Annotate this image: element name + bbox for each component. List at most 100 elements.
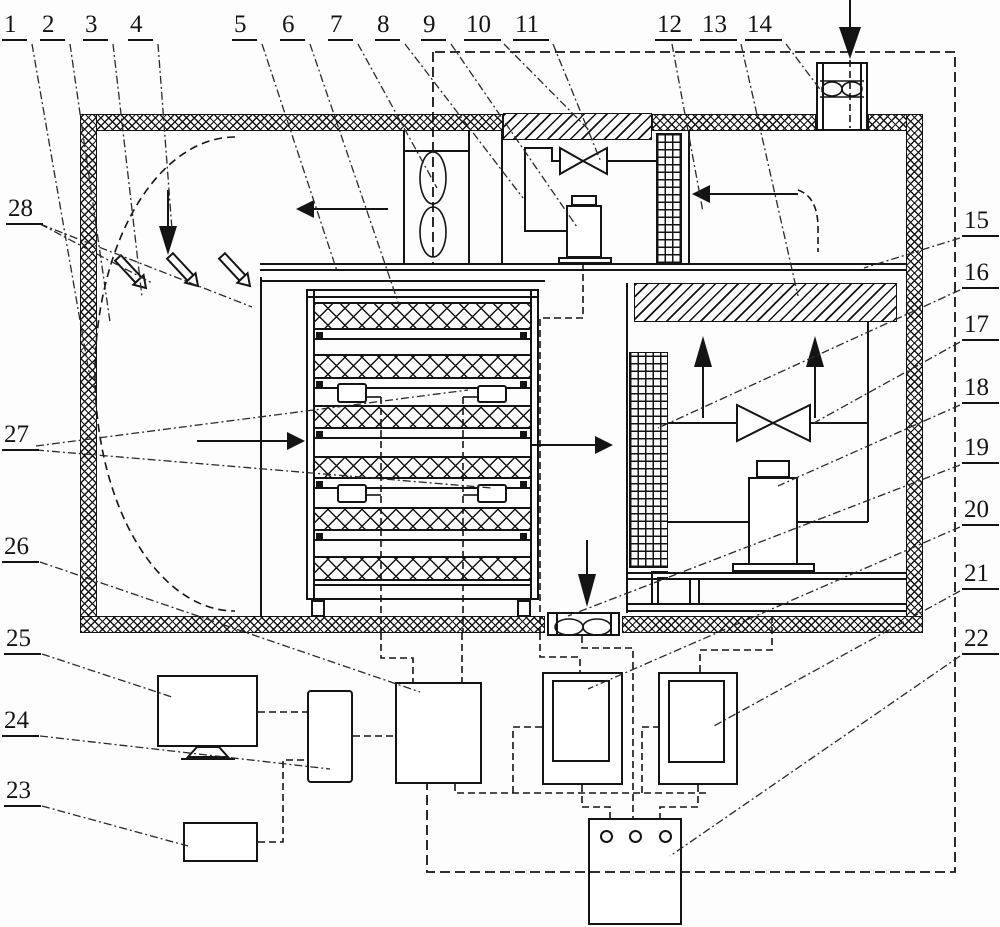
- material-tray-1: [313, 302, 530, 330]
- piping-lower-circuit: [651, 322, 869, 603]
- spray-nozzle-2: [165, 251, 200, 288]
- right-compartment-wall-left: [626, 283, 628, 613]
- control-wiring-dashed: [258, 263, 773, 843]
- ref-label-1: 1: [2, 11, 27, 42]
- ref-label-22: 22: [962, 625, 999, 656]
- ref-label-25: 25: [4, 625, 41, 656]
- right-floor-line-2: [626, 578, 906, 580]
- main-circulation-fan: [419, 151, 447, 258]
- tray-sensor-lower-left: [337, 484, 367, 503]
- rack-top-line-1: [306, 289, 539, 291]
- ref-label-17: 17: [962, 311, 999, 342]
- ref-label-3: 3: [83, 11, 108, 42]
- ref-label-23: 23: [4, 777, 41, 808]
- ref-label-11: 11: [513, 11, 550, 42]
- expansion-valve-upper: [559, 146, 608, 176]
- chamber-left-wall: [80, 114, 97, 633]
- return-duct-partition: [260, 277, 262, 616]
- chimney-exhaust-fan: [820, 80, 864, 98]
- right-floor-line-3: [626, 603, 906, 605]
- ref-label-28: 28: [6, 195, 43, 226]
- compressor2-body: [748, 477, 798, 568]
- controller-box: [395, 682, 482, 784]
- power-box-knob-3: [659, 830, 672, 843]
- monitor-stand: [181, 746, 235, 760]
- tray-shelf-3: [313, 431, 530, 439]
- spray-nozzle-1: [113, 253, 148, 290]
- airflow-arrows: [159, 0, 861, 607]
- rack-bottom-line: [306, 598, 539, 600]
- piping-upper-circuit: [524, 147, 656, 232]
- compressor-body: [566, 205, 602, 258]
- ref-label-26: 26: [2, 533, 39, 564]
- fan-room-wall-right: [468, 131, 470, 263]
- chamber-top-wall-left: [80, 114, 503, 131]
- bottom-fan-blades: [554, 618, 612, 636]
- machine-room-wall-right: [688, 131, 690, 263]
- chamber-bottom-wall-left: [80, 616, 545, 633]
- ref-label-27: 27: [2, 421, 39, 452]
- tray-shelf-4: [313, 481, 530, 489]
- inverter-box-1-inner: [552, 680, 610, 762]
- tray-shelf-1: [313, 332, 530, 340]
- rack-foot-left: [311, 600, 325, 617]
- ref-label-13: 13: [700, 11, 737, 42]
- fan-room-wall-left: [403, 131, 405, 263]
- material-tray-5: [313, 507, 530, 531]
- ref-label-14: 14: [745, 11, 782, 42]
- ref-label-4: 4: [128, 11, 153, 42]
- spray-nozzle-group: [113, 251, 252, 290]
- right-floor-line-1: [626, 572, 906, 574]
- tray-sensor-upper-right: [477, 385, 507, 403]
- tray-shelf-6: [313, 584, 530, 586]
- rack-rail-left-outer: [306, 289, 308, 600]
- ref-label-2: 2: [40, 11, 65, 42]
- material-tray-6: [313, 556, 530, 581]
- ref-label-9: 9: [421, 11, 446, 42]
- rack-foot-right: [517, 600, 531, 617]
- bottom-fan-wall-right: [610, 612, 612, 636]
- ref-label-16: 16: [962, 259, 999, 290]
- aux-module-box: [183, 822, 258, 862]
- sensor-stub-wires: [367, 396, 477, 496]
- machine-room-wall-left: [501, 131, 503, 263]
- ref-label-12: 12: [655, 11, 692, 42]
- expansion-valve-lower: [736, 403, 811, 443]
- rack-rail-right-inner: [530, 289, 532, 600]
- ref-label-7: 7: [328, 11, 353, 42]
- reference-leader-lines: [31, 43, 961, 857]
- ref-label-6: 6: [280, 11, 305, 42]
- ref-label-15: 15: [962, 207, 999, 238]
- ref-label-18: 18: [962, 374, 999, 405]
- ref-label-21: 21: [962, 560, 999, 591]
- tray-shelf-5: [313, 533, 530, 541]
- bottom-fan-wall-left: [556, 612, 558, 636]
- material-tray-3: [313, 405, 530, 429]
- rack-rail-left-inner: [313, 289, 315, 600]
- ref-label-24: 24: [2, 707, 39, 738]
- fan-room-top-line: [403, 150, 468, 152]
- control-boundary-dashed-box: [426, 51, 956, 873]
- power-box-knob-1: [600, 830, 613, 843]
- tray-sensor-lower-right: [477, 484, 507, 503]
- monitor-display: [157, 675, 258, 747]
- return-air-hook: [797, 189, 819, 252]
- ref-label-5: 5: [232, 11, 257, 42]
- inverter-box-2-inner: [668, 680, 725, 763]
- tray-shelf-2: [313, 381, 530, 389]
- material-tray-4: [313, 456, 530, 479]
- condenser-coil-grid: [656, 133, 682, 264]
- rack-top-line-2: [306, 296, 539, 298]
- rack-room-ceiling-line: [260, 280, 545, 282]
- ref-label-20: 20: [962, 496, 999, 527]
- ref-label-19: 19: [962, 434, 999, 465]
- airflow-circulation-arc: [94, 136, 236, 612]
- tray-sensor-upper-left: [337, 383, 367, 403]
- chamber-top-wall-mid: [652, 114, 816, 131]
- spray-nozzle-3: [217, 251, 252, 288]
- ref-label-8: 8: [375, 11, 400, 42]
- chamber-bottom-wall-right: [622, 616, 923, 633]
- compressor2-base-plate: [732, 563, 815, 572]
